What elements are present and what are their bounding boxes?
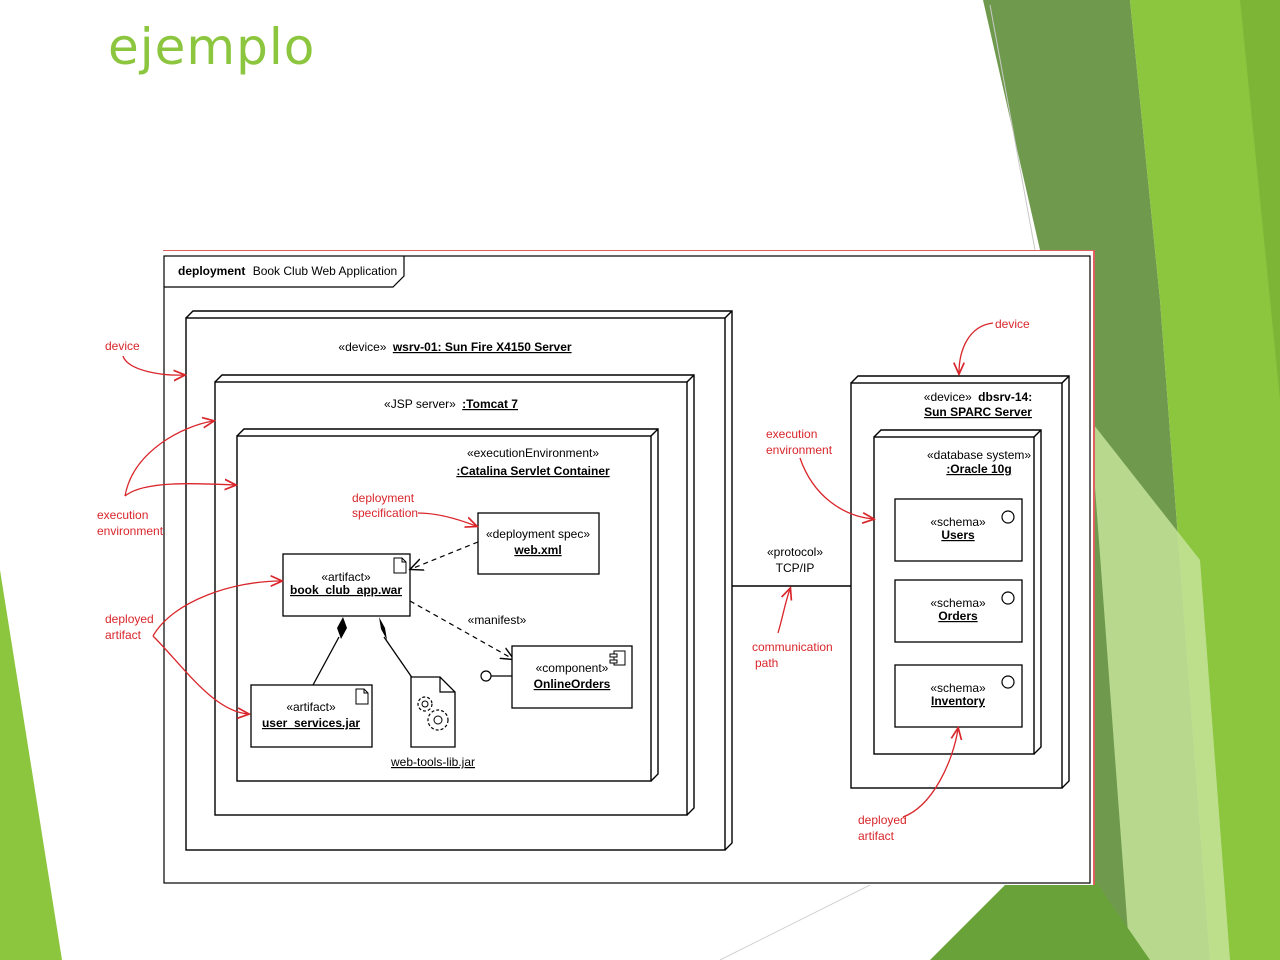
schema-inventory-stereotype: «schema» <box>930 681 986 695</box>
component-name: OnlineOrders <box>534 677 611 691</box>
protocol-stereotype: «protocol» <box>767 545 823 559</box>
web-tools-lib-name: web-tools-lib.jar <box>390 755 475 769</box>
oracle-node <box>873 429 1042 755</box>
annotation-exec-env-left-2: environment <box>97 524 164 538</box>
component-icon <box>609 650 626 666</box>
war-artifact-box: «artifact» book_club_app.war <box>282 553 411 617</box>
gear-icon <box>427 709 449 731</box>
schema-users-stereotype: «schema» <box>930 515 986 529</box>
annotation-device-right: device <box>995 317 1030 331</box>
annotation-arrows <box>122 322 994 818</box>
artifact-document-icon <box>393 557 407 574</box>
schema-orders: «schema» Orders <box>894 579 1023 643</box>
deco-thin-line <box>989 4 1036 251</box>
annotation-exec-env-right-2: environment <box>766 443 833 457</box>
catalina-node <box>236 428 659 782</box>
schema-icon <box>1001 591 1015 605</box>
frame-name: Book Club Web Application <box>253 264 398 278</box>
annotation-dep-spec-2: specification <box>352 506 418 520</box>
deployment-spec-name: web.xml <box>513 543 561 557</box>
user-services-stereotype: «artifact» <box>286 700 336 714</box>
slide-title: ejemplo <box>108 18 316 76</box>
annotation-deployed-right-2: artifact <box>858 829 895 843</box>
deployment-spec-dependency <box>411 541 479 569</box>
deco-green-bottom-right <box>930 830 1150 960</box>
tomcat-node-stereotype: «JSP server» <box>384 397 456 411</box>
deco-green-band-mid <box>1130 0 1280 960</box>
schema-users: «schema» Users <box>894 498 1023 562</box>
deco-thin-line-2 <box>719 879 881 960</box>
annotation-exec-env-left-1: execution <box>97 508 148 522</box>
war-artifact-stereotype: «artifact» <box>321 570 371 584</box>
web-tools-lib-file-icon <box>410 676 456 748</box>
deployment-spec-stereotype: «deployment spec» <box>486 527 590 541</box>
tomcat-node <box>214 374 695 816</box>
schema-inventory-name: Inventory <box>931 694 985 708</box>
composition-connectors <box>312 617 414 686</box>
svg-text:deployment Book Club Web: deployment Book Club Web Application <box>178 264 397 278</box>
user-services-name: user_services.jar <box>262 716 360 730</box>
annotation-comm-path-1: communication <box>752 640 833 654</box>
oracle-node-stereotype: «database system» <box>927 448 1031 462</box>
server-node-name: wsrv-01: Sun Fire X4150 Server <box>392 340 572 354</box>
user-services-artifact-box: «artifact» user_services.jar <box>250 684 373 748</box>
schema-orders-stereotype: «schema» <box>930 596 986 610</box>
annotation-deployed-right-1: deployed <box>858 813 907 827</box>
annotation-device-left: device <box>105 339 140 353</box>
deco-green-band-right-top <box>1240 0 1280 400</box>
provided-interface-icon <box>480 670 492 682</box>
deployment-spec-box: «deployment spec» web.xml <box>477 512 600 575</box>
gear-icon <box>417 696 433 712</box>
annotation-dep-spec-1: deployment <box>352 491 415 505</box>
frame-keyword: deployment <box>178 264 245 278</box>
annotation-deployed-left-1: deployed <box>105 612 154 626</box>
annotation-comm-path-2: path <box>755 656 778 670</box>
svg-text:«device» dbsrv-14:: «device» dbsrv-14: <box>924 390 1032 404</box>
annotation-exec-env-right-1: execution <box>766 427 817 441</box>
catalina-node-stereotype: «executionEnvironment» <box>467 446 599 460</box>
manifest-dependency <box>409 600 513 659</box>
manifest-label: «manifest» <box>468 613 527 627</box>
db-node-name-line1: dbsrv-14: <box>978 390 1032 404</box>
server-node <box>185 310 733 851</box>
db-node-name-line2: Sun SPARC Server <box>924 405 1032 419</box>
diagram-panel: deployment Book Club Web Application «de… <box>97 250 1095 885</box>
svg-text:«JSP server» :Tomcat 7: «JSP server» :Tomcat 7 <box>384 397 518 411</box>
schema-users-name: Users <box>941 528 975 542</box>
deco-green-band-light <box>1090 420 1230 960</box>
db-node-stereotype: «device» <box>924 390 972 404</box>
component-box: «component» OnlineOrders <box>480 645 633 709</box>
artifact-document-icon <box>355 688 369 705</box>
catalina-node-name: :Catalina Servlet Container <box>456 464 610 478</box>
annotation-deployed-left-2: artifact <box>105 628 142 642</box>
schema-icon <box>1001 675 1015 689</box>
deco-green-bottom-left <box>0 570 62 960</box>
oracle-node-name: :Oracle 10g <box>946 462 1011 476</box>
tomcat-node-name: :Tomcat 7 <box>462 397 518 411</box>
war-artifact-name: book_club_app.war <box>290 583 402 597</box>
protocol-name: TCP/IP <box>776 561 815 575</box>
svg-text:«device» wsrv-01: Sun Fire: «device» wsrv-01: Sun Fire X4150 Server <box>338 340 571 354</box>
schema-orders-name: Orders <box>938 609 978 623</box>
schema-icon <box>1001 510 1015 524</box>
annotations: device device execution environment exec… <box>97 317 1030 843</box>
component-stereotype: «component» <box>536 661 609 675</box>
schema-inventory: «schema» Inventory <box>894 664 1023 728</box>
deployment-diagram: deployment Book Club Web Application «de… <box>97 255 1091 884</box>
db-server-node <box>850 375 1070 789</box>
server-node-stereotype: «device» <box>338 340 386 354</box>
